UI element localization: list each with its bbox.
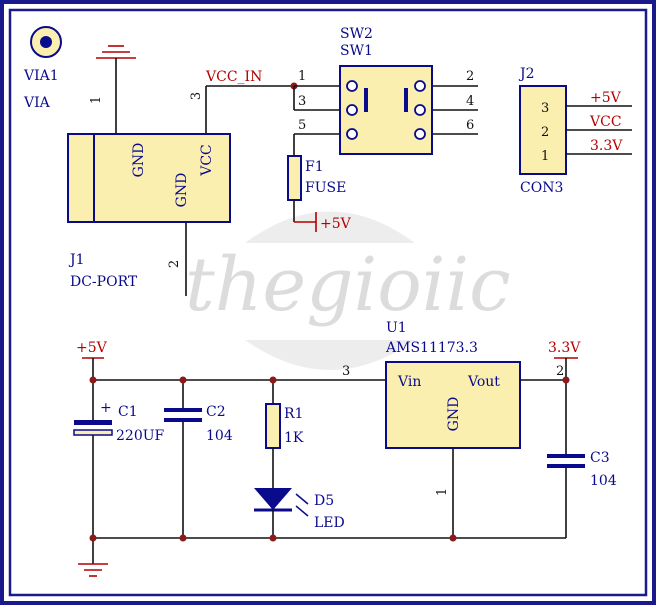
- sw-pin-4: 4: [466, 94, 474, 109]
- u1-pin-3: 3: [342, 364, 350, 379]
- net-5v-bottom: +5V: [76, 340, 108, 356]
- sw-pin-6: 6: [466, 118, 474, 133]
- j2-net-vcc: VCC: [589, 114, 622, 130]
- net-3v3: 3.3V: [548, 340, 581, 356]
- d5-ref: D5: [314, 493, 334, 509]
- j1-pin-gnd-1: GND: [131, 143, 147, 178]
- u1-value: AMS11173.3: [385, 340, 478, 356]
- via1-value: VIA: [23, 95, 51, 111]
- u1-pin-1: 1: [435, 488, 450, 496]
- j1-pin-num-3: 3: [189, 92, 204, 100]
- net-vcc-in: VCC_IN: [205, 69, 262, 85]
- j2-value: CON3: [520, 180, 563, 196]
- d5-value: LED: [314, 515, 345, 531]
- j2-net-3v3: 3.3V: [590, 138, 623, 154]
- c1-plus: +: [100, 400, 112, 416]
- sw-pin-5: 5: [298, 118, 306, 133]
- c3-value: 104: [590, 473, 617, 489]
- j2-ref: J2: [518, 66, 535, 82]
- c1-value: 220UF: [116, 428, 165, 444]
- j1-pin-num-2: 2: [167, 260, 182, 268]
- j2-pin-1: 1: [541, 149, 549, 164]
- c1-ref: C1: [118, 404, 138, 420]
- j1-value: DC-PORT: [70, 274, 138, 290]
- u1-pin-vin: Vin: [397, 374, 421, 390]
- sw-ref-1: SW2: [340, 26, 373, 42]
- sw-pin-1: 1: [298, 69, 306, 84]
- j1-pin-vcc: VCC: [199, 144, 215, 177]
- c2-ref: C2: [206, 404, 226, 420]
- sw-pin-3: 3: [298, 94, 306, 109]
- sw1-switch: SW2 SW1 1 3 5 2 4 6: [293, 26, 478, 156]
- f1-net-5v: +5V: [320, 216, 352, 232]
- j2-pin-3: 3: [541, 101, 549, 116]
- u1-ref: U1: [386, 320, 407, 336]
- f1-value: FUSE: [305, 180, 346, 196]
- j1-ref: J1: [68, 252, 85, 268]
- j2-connector: J2 3 2 1 +5V VCC 3.3V CON3: [518, 66, 632, 196]
- c3-ref: C3: [590, 450, 610, 466]
- u1-pin-vout: Vout: [467, 374, 500, 390]
- watermark-text: thegioiic: [185, 242, 511, 328]
- j2-pin-2: 2: [541, 125, 549, 140]
- u1-pin-gnd: GND: [446, 397, 462, 432]
- f1-ref: F1: [305, 159, 324, 175]
- r1-ref: R1: [284, 406, 303, 422]
- r1-value: 1K: [284, 430, 304, 446]
- j1-pin-num-1: 1: [89, 96, 104, 104]
- j1-dc-port: 1 3 2 GND VCC GND J1 DC-PORT: [67, 45, 294, 296]
- c2-value: 104: [206, 428, 233, 444]
- watermark-logo: thegioiic: [185, 211, 511, 370]
- u1-pin-2: 2: [556, 364, 564, 379]
- frame-inner: [8, 8, 648, 597]
- j1-pin-gnd-2: GND: [174, 173, 190, 208]
- j2-net-5v: +5V: [590, 90, 622, 106]
- via1-ref: VIA1: [23, 68, 59, 84]
- regulator-section: +5V + C1 220UF C2 104 R1 1K D5 LED: [73, 320, 617, 577]
- via1: VIA1 VIA: [23, 26, 62, 111]
- sw-pin-2: 2: [466, 69, 474, 84]
- sw-ref-2: SW1: [340, 43, 373, 59]
- f1-fuse: F1 FUSE +5V: [287, 155, 352, 232]
